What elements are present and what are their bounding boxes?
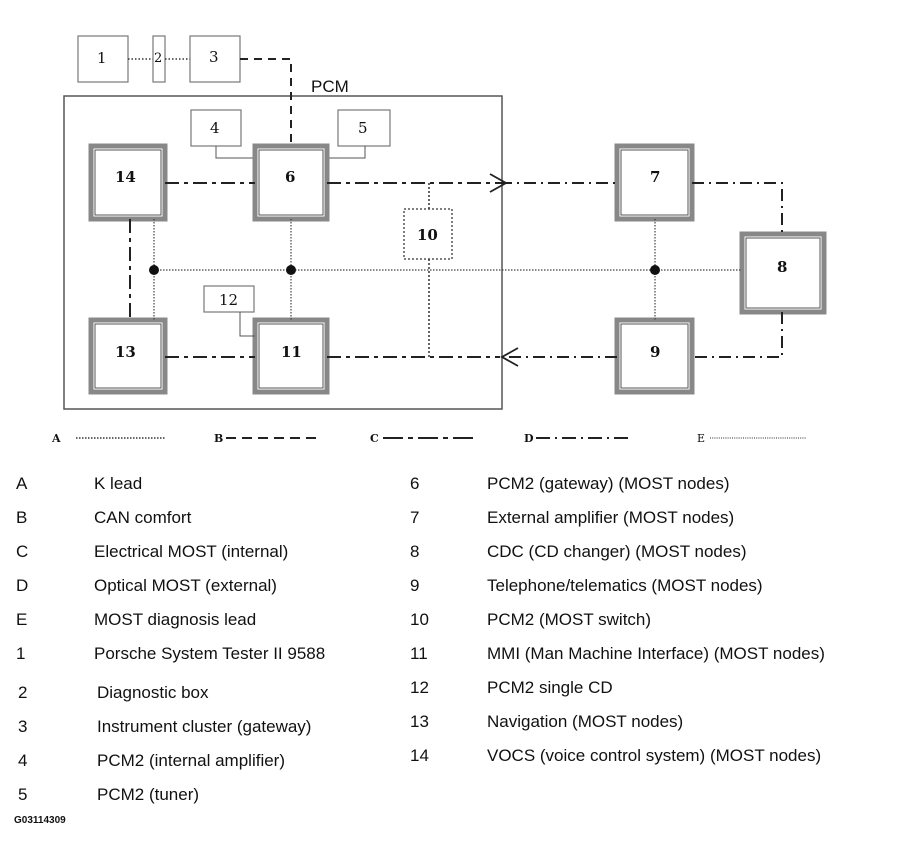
key-code: 6 [410,474,420,493]
key-code: 12 [410,678,429,697]
key-description: Telephone/telematics (MOST nodes) [487,576,763,595]
junction-dot-center [286,265,296,275]
node-14: 14 [88,143,168,222]
connector-12-11 [239,312,255,337]
key-description: PCM2 (internal amplifier) [97,751,285,770]
key-description: MOST diagnosis lead [94,610,257,629]
key-description: PCM2 (MOST switch) [487,610,652,629]
legend-c-letter: C [370,432,379,445]
key-description: Electrical MOST (internal) [94,542,289,561]
node-8-label: 8 [777,258,787,276]
key-description: PCM2 (gateway) (MOST nodes) [487,474,730,493]
key-code: 5 [18,785,28,804]
key-description: Optical MOST (external) [94,576,277,595]
key-code: 4 [18,751,28,770]
node-3-box [189,35,241,83]
node-12-box [203,285,255,313]
node-13-label: 13 [115,343,136,361]
connector-5-6 [327,146,366,159]
key-description: Instrument cluster (gateway) [97,717,312,736]
key-description: CDC (CD changer) (MOST nodes) [487,542,747,561]
key-description: Diagnostic box [97,683,209,702]
node-14-label: 14 [115,168,136,186]
key-code: 13 [410,712,429,731]
key-description: Navigation (MOST nodes) [487,712,684,731]
pcm-label: PCM [311,77,349,96]
junction-dot-right [650,265,660,275]
key-description: CAN comfort [94,508,192,527]
arrowhead-out [489,173,508,193]
connector-4-6 [215,146,255,159]
node-9-label: 9 [650,343,660,361]
node-7-label: 7 [650,168,660,186]
node-5-box [337,109,391,147]
node-10-box [403,208,453,260]
key-code: 14 [410,746,429,765]
key-code: 3 [18,717,28,736]
key-code: D [16,576,29,595]
key-description: PCM2 single CD [487,678,613,697]
node-7: 7 [614,143,695,222]
key-description: Porsche System Tester II 9588 [94,644,326,663]
key-code: 8 [410,542,420,561]
arrowhead-in [500,347,519,367]
key-description: PCM2 (tuner) [97,785,200,804]
key-description: MMI (Man Machine Interface) (MOST nodes) [487,644,825,663]
key-code: B [16,508,28,527]
key-code: 11 [410,644,428,663]
node-11: 11 [252,317,330,395]
node-10-label: 10 [417,226,438,244]
key-code: E [16,610,28,629]
figure-id: G03114309 [14,815,66,826]
key-code: 7 [410,508,420,527]
key-code: C [16,542,29,561]
key-code: 1 [16,644,26,663]
optical-most-8-9 [692,312,783,358]
node-13: 13 [88,317,168,395]
node-2-label: 2 [154,51,162,66]
key-description: K lead [94,474,143,493]
node-8: 8 [739,231,827,315]
node-1-box [77,35,129,83]
key-code: A [16,474,28,493]
node-5-label: 5 [358,119,368,137]
node-6-label: 6 [285,168,295,186]
node-6: 6 [252,143,330,222]
node-9: 9 [614,317,695,395]
node-4-box [190,109,242,147]
pcm-enclosure [63,95,503,410]
optical-most-7-8 [692,182,783,234]
legend-e-letter: E [697,432,705,445]
junction-dot-left [149,265,159,275]
key-description: External amplifier (MOST nodes) [487,508,735,527]
legend-a-letter: A [51,432,61,445]
node-1-label: 1 [97,49,107,67]
node-3-label: 3 [209,48,219,66]
legend-b-letter: B [214,432,223,445]
node-11-label: 11 [281,343,302,361]
key-description: VOCS (voice control system) (MOST nodes) [487,746,822,765]
network-diagram: PCM 1 2 3 4 5 14 6 13 11 7 [51,35,827,445]
node-12-label: 12 [219,291,238,309]
can-comfort-line [240,58,292,146]
key-code: 2 [18,683,28,702]
key-code: 9 [410,576,420,595]
key-code: 10 [410,610,429,629]
node-4-label: 4 [210,119,220,137]
legend-d-letter: D [524,432,534,445]
